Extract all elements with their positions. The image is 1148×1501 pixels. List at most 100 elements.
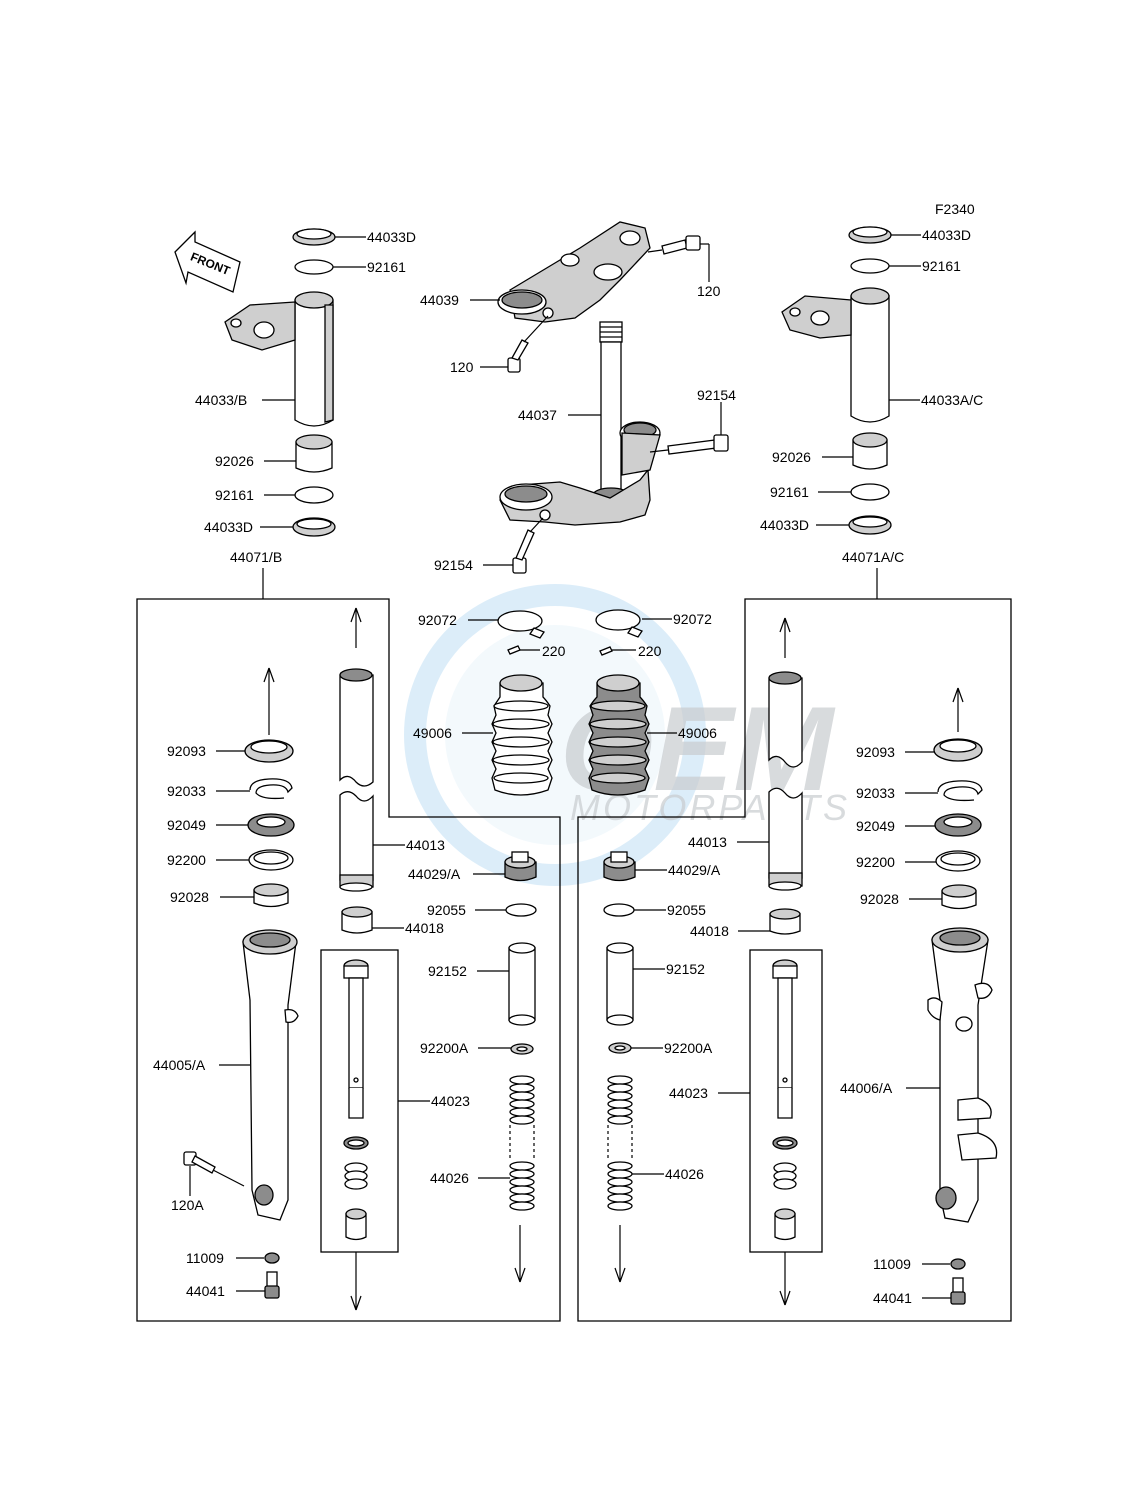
label-44026-right: 44026: [665, 1166, 704, 1182]
label-92033-left: 92033: [167, 783, 206, 799]
label-44041-left: 44041: [186, 1283, 225, 1299]
label-92152-left: 92152: [428, 963, 467, 979]
label-44033ac: 44033A/C: [921, 392, 983, 408]
fork-boot-49006-right: [588, 674, 650, 796]
label-220-right: 220: [638, 643, 662, 659]
label-92072-left: 92072: [418, 612, 457, 628]
label-92028-left: 92028: [170, 889, 209, 905]
label-92161-bottom-right: 92161: [770, 484, 809, 500]
label-92152-right: 92152: [666, 961, 705, 977]
washer-11009-left: [264, 1252, 280, 1264]
clip-92033-right: [937, 780, 983, 802]
label-44033d-bottom-right: 44033D: [760, 517, 809, 533]
label-44029a-right: 44029/A: [668, 862, 721, 878]
label-92072-right: 92072: [673, 611, 712, 627]
label-44026-left: 44026: [430, 1170, 469, 1186]
label-44039: 44039: [420, 292, 459, 308]
clamp-92072-left: [497, 610, 545, 639]
bolt-120-right: [661, 235, 701, 255]
label-92154-right: 92154: [697, 387, 736, 403]
upper-triple-clamp-44039: [497, 221, 651, 323]
label-92049-right: 92049: [856, 818, 895, 834]
spacer-92152-right: [606, 942, 634, 1026]
label-92200a-right: 92200A: [664, 1040, 713, 1056]
label-92161-bottom-left: 92161: [215, 487, 254, 503]
guide-92026-right: [852, 439, 888, 470]
label-92026-left: 92026: [215, 453, 254, 469]
label-44037: 44037: [518, 407, 557, 423]
oil-seal-92049-left: [247, 813, 295, 837]
bushing-44018-right: [769, 908, 801, 935]
label-11009-right: 11009: [873, 1256, 911, 1272]
ring-92161-bottom-left: [294, 486, 334, 504]
label-92154-left: 92154: [434, 557, 473, 573]
left-assembly-frame: [136, 598, 561, 1322]
oring-92055-right: [603, 903, 635, 917]
label-44041-right: 44041: [873, 1290, 912, 1306]
fork-boot-49006-left: [491, 674, 553, 796]
label-92026-right: 92026: [772, 449, 811, 465]
label-92055-right: 92055: [667, 902, 706, 918]
label-120-right: 120: [697, 283, 721, 299]
outer-tube-44006a: [927, 927, 998, 1223]
label-44033d-top-right: 44033D: [922, 227, 971, 243]
damper-rod-44023-left: [343, 959, 369, 1241]
guide-92026-left: [295, 441, 333, 473]
label-44033d-bottom-left: 44033D: [204, 519, 253, 535]
bolt-92154-left: [512, 529, 535, 574]
label-92200a-left: 92200A: [420, 1040, 469, 1056]
cap-bolt-44029a-left: [504, 851, 537, 882]
spring-44026-left: [509, 1075, 535, 1211]
bushing-92028-right: [941, 884, 977, 910]
bolt-120-left: [507, 339, 529, 373]
label-44005a: 44005/A: [153, 1057, 206, 1073]
washer-11009-right: [950, 1258, 966, 1270]
lower-triple-clamp: [499, 421, 661, 526]
clamp-92072-right: [595, 609, 643, 638]
bolt-120a: [183, 1151, 216, 1174]
figure-code: F2340: [935, 201, 975, 217]
spring-44026-right: [607, 1075, 633, 1211]
label-92200-right: 92200: [856, 854, 895, 870]
bolt-92154-right: [667, 434, 729, 455]
bolt-44041-right: [950, 1277, 966, 1305]
watermark-globe: [404, 584, 706, 886]
dust-seal-92093-right: [933, 738, 983, 762]
outer-tube-44005a: [242, 929, 299, 1221]
label-44023-left: 44023: [431, 1093, 470, 1109]
label-49006-right: 49006: [678, 725, 717, 741]
label-92093-left: 92093: [167, 743, 206, 759]
label-120-left: 120: [450, 359, 474, 375]
label-120a: 120A: [171, 1197, 204, 1213]
label-44033b: 44033/B: [195, 392, 247, 408]
label-92049-left: 92049: [167, 817, 206, 833]
oring-92055-left: [505, 903, 537, 917]
clip-92033-left: [249, 778, 293, 800]
label-44023-right: 44023: [669, 1085, 708, 1101]
label-44033d-top-left: 44033D: [367, 229, 416, 245]
washer-92200a-right: [608, 1042, 632, 1054]
label-44029a-left: 44029/A: [408, 866, 461, 882]
dust-seal-92093-left: [244, 739, 294, 763]
label-92161-top-left: 92161: [367, 259, 406, 275]
label-44018-left: 44018: [405, 920, 444, 936]
ring-92161-bottom-right: [850, 483, 890, 501]
damper-rod-44023-right: [772, 959, 798, 1241]
washer-92200-right: [935, 850, 981, 872]
label-11009-left: 11009: [186, 1250, 224, 1266]
label-92093-right: 92093: [856, 744, 895, 760]
washer-92200-left: [248, 849, 294, 871]
label-44071b: 44071/B: [230, 549, 282, 565]
label-220-left: 220: [542, 643, 566, 659]
label-44071ac: 44071A/C: [842, 549, 904, 565]
label-92055-left: 92055: [427, 902, 466, 918]
label-44006a: 44006/A: [840, 1080, 893, 1096]
label-92033-right: 92033: [856, 785, 895, 801]
inner-tube-44013-left: [339, 607, 374, 892]
bolt-44041-left: [264, 1271, 280, 1299]
ring-92161-top-right: [850, 258, 890, 274]
damper-box-right: [749, 949, 823, 1253]
cap-bolt-44029a-right: [603, 851, 636, 882]
oil-seal-92049-right: [934, 813, 982, 837]
